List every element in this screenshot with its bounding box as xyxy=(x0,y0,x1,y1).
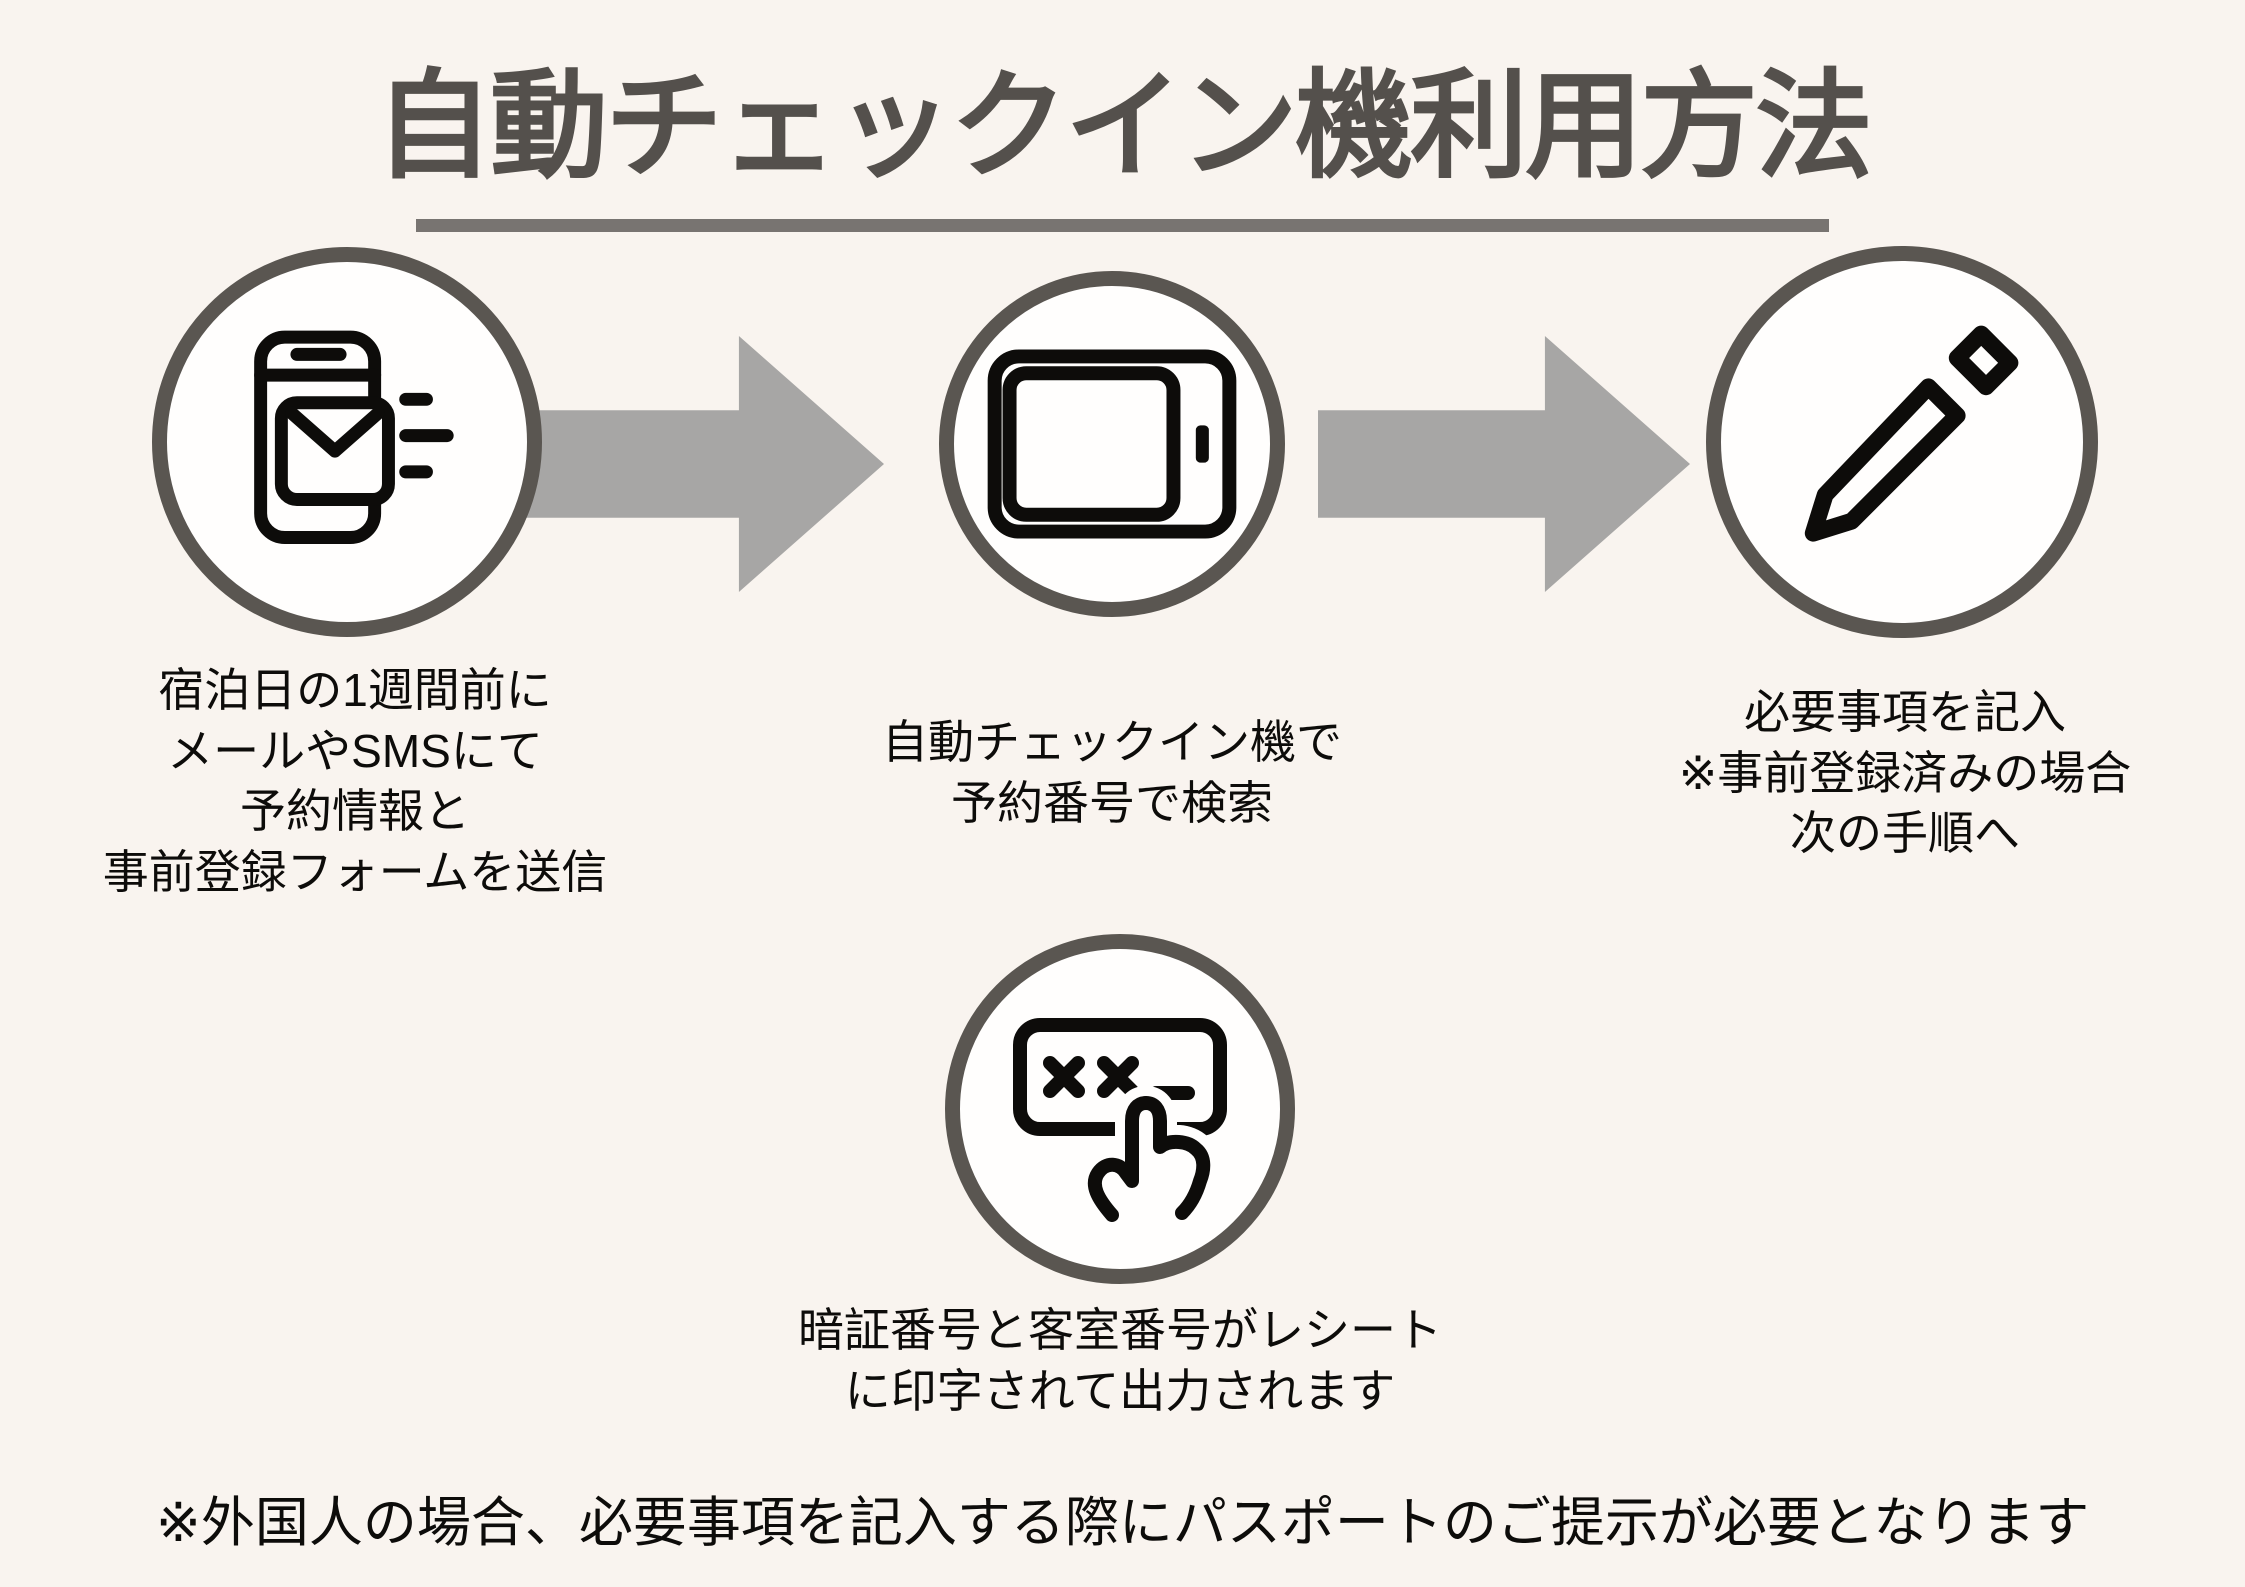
step-4-circle xyxy=(945,934,1295,1284)
pin-entry-icon xyxy=(1000,989,1240,1229)
pencil-icon xyxy=(1782,322,2022,562)
step-2-circle xyxy=(939,271,1285,617)
title-underline xyxy=(416,219,1829,232)
flow-arrow-right-2 xyxy=(1318,336,1690,592)
step-3-circle xyxy=(1706,246,2098,638)
phone-mail-icon xyxy=(233,330,461,555)
flow-arrow-right-1 xyxy=(512,336,884,592)
tablet-icon xyxy=(987,349,1237,539)
step-3-caption: 必要事項を記入 ※事前登録済みの場合 次の手順へ xyxy=(1678,686,2132,860)
step-1-circle xyxy=(152,247,542,637)
step-1-caption: 宿泊日の1週間前に メールやSMSにて 予約情報と 事前登録フォームを送信 xyxy=(102,664,608,899)
page-title: 自動チェックイン機利用方法 xyxy=(374,61,1873,193)
passport-footnote: ※外国人の場合、必要事項を記入する際にパスポートのご提示が必要となります xyxy=(155,1493,2090,1553)
step-4-caption: 暗証番号と客室番号がレシート に印字されて出力されます xyxy=(798,1304,1442,1417)
step-2-caption: 自動チェックイン機で 予約番号で検索 xyxy=(882,716,1342,829)
